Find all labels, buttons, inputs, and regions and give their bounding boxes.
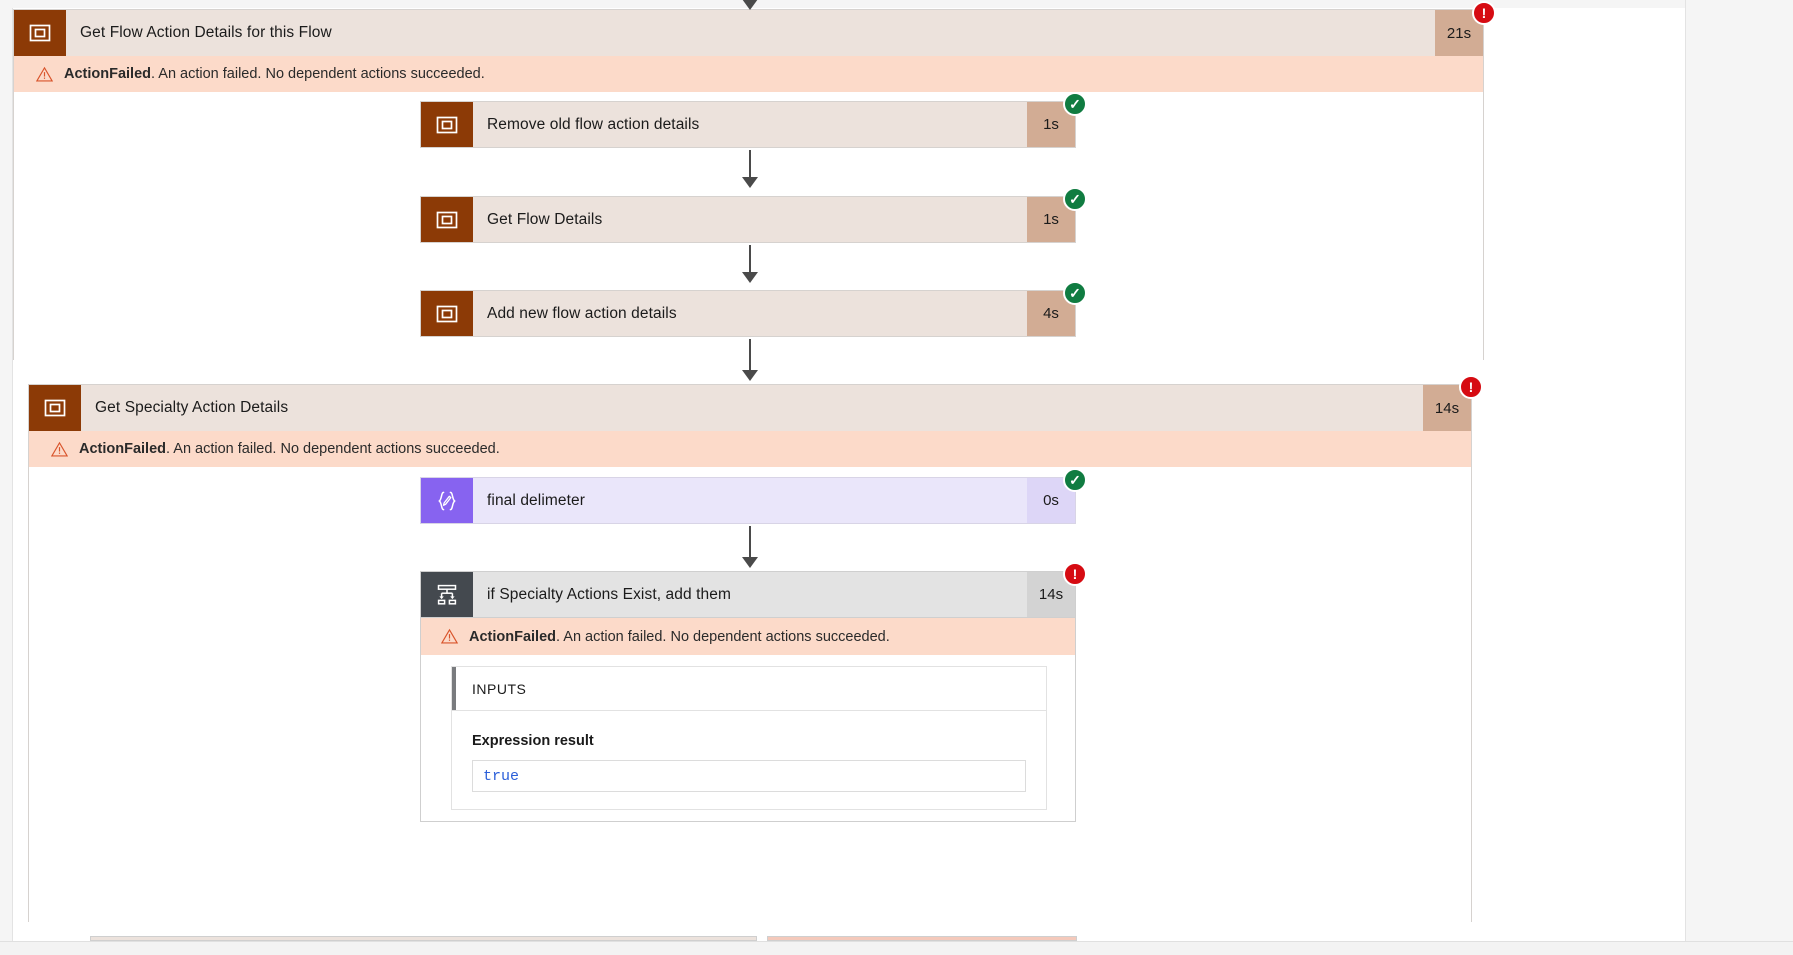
action-icon [421, 291, 473, 336]
node-title: Get Flow Details [473, 197, 1027, 242]
error-detail: . An action failed. No dependent actions… [151, 66, 485, 82]
compose-icon [421, 478, 473, 523]
node-card-get-flow-details[interactable]: Get Flow Details 1s [420, 196, 1076, 243]
status-badge-failed: ! [1459, 375, 1483, 399]
error-message: ActionFailed. An action failed. No depen… [64, 66, 485, 82]
connector-arrow-4 [735, 526, 765, 568]
warning-icon [441, 628, 458, 645]
error-banner-scope-2: ActionFailed. An action failed. No depen… [28, 431, 1472, 467]
inputs-panel: INPUTS Expression result true [451, 666, 1047, 810]
scope-icon [14, 10, 66, 56]
exclamation-glyph: ! [1481, 5, 1487, 21]
connector-arrow-1 [735, 150, 765, 188]
action-icon [421, 102, 473, 147]
error-banner-condition: ActionFailed. An action failed. No depen… [420, 618, 1076, 655]
check-glyph: ✓ [1069, 191, 1081, 207]
node-title: final delimeter [473, 478, 1027, 523]
status-badge-success: ✓ [1063, 92, 1087, 116]
exclamation-glyph: ! [1468, 379, 1474, 395]
expression-result-value[interactable]: true [472, 760, 1026, 792]
right-gutter [1685, 0, 1793, 941]
node-title: Add new flow action details [473, 291, 1027, 336]
status-badge-failed: ! [1063, 562, 1087, 586]
bottom-overflow-strip [0, 941, 1793, 955]
node-title: Get Specialty Action Details [81, 385, 1423, 431]
connector-arrow-into-scope-1 [735, 0, 765, 10]
scope-icon [29, 385, 81, 431]
inputs-label: INPUTS [472, 680, 527, 697]
error-detail: . An action failed. No dependent actions… [556, 628, 890, 645]
error-code: ActionFailed [79, 441, 167, 457]
node-card-final-delimeter[interactable]: final delimeter 0s [420, 477, 1076, 524]
node-card-add-new-flow-action-details[interactable]: Add new flow action details 4s [420, 290, 1076, 337]
node-card-if-specialty-actions-exist[interactable]: if Specialty Actions Exist, add them 14s [420, 571, 1076, 618]
bottom-partial-card-green [90, 936, 757, 941]
error-detail: . An action failed. No dependent actions… [166, 441, 500, 457]
error-message: ActionFailed. An action failed. No depen… [79, 441, 500, 457]
connector-arrow-3 [735, 339, 765, 381]
node-title: Get Flow Action Details for this Flow [66, 10, 1435, 56]
node-duration: 1s [1027, 102, 1075, 147]
node-duration: 1s [1027, 197, 1075, 242]
status-badge-success: ✓ [1063, 281, 1087, 305]
inputs-section-header[interactable]: INPUTS [452, 667, 1046, 711]
node-title: Remove old flow action details [473, 102, 1027, 147]
status-badge-success: ✓ [1063, 187, 1087, 211]
error-banner-scope-1: ActionFailed. An action failed. No depen… [13, 56, 1484, 92]
bottom-partial-card-red [767, 936, 1077, 941]
status-badge-success: ✓ [1063, 468, 1087, 492]
check-glyph: ✓ [1069, 285, 1081, 301]
check-glyph: ✓ [1069, 96, 1081, 112]
warning-icon [36, 66, 53, 83]
check-glyph: ✓ [1069, 472, 1081, 488]
condition-icon [421, 572, 473, 617]
top-strip [0, 0, 1685, 8]
error-code: ActionFailed [64, 66, 152, 82]
node-card-get-flow-action-details[interactable]: Get Flow Action Details for this Flow 21… [13, 9, 1484, 56]
connector-arrow-2 [735, 245, 765, 283]
exclamation-glyph: ! [1072, 566, 1078, 582]
status-badge-failed: ! [1472, 1, 1496, 25]
node-card-remove-old-flow-action-details[interactable]: Remove old flow action details 1s [420, 101, 1076, 148]
action-icon [421, 197, 473, 242]
expression-result-label: Expression result [472, 733, 594, 749]
node-card-get-specialty-action-details[interactable]: Get Specialty Action Details 14s [28, 384, 1472, 431]
node-title: if Specialty Actions Exist, add them [473, 572, 1027, 617]
error-code: ActionFailed [469, 628, 557, 645]
inputs-body: Expression result true [452, 711, 1046, 792]
left-gutter [0, 8, 13, 941]
warning-icon [51, 441, 68, 458]
error-message: ActionFailed. An action failed. No depen… [469, 629, 890, 645]
